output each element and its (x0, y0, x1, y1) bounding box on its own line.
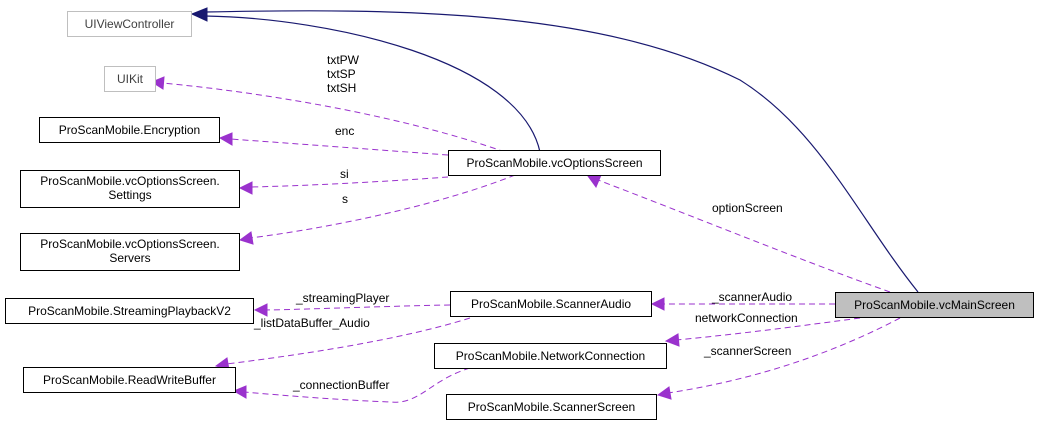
edge-vcmain-to-uiviewcontroller (204, 10, 919, 293)
edge-label-enc: enc (335, 124, 354, 138)
node-servers[interactable]: ProScanMobile.vcOptionsScreen. Servers (20, 233, 240, 271)
edge-vcoptions-to-encryption (229, 138, 449, 156)
node-label: UIKit (117, 72, 144, 86)
vcoptions-arrowhead (587, 174, 602, 189)
node-label: ProScanMobile.Encryption (59, 123, 200, 137)
node-read-write-buffer[interactable]: ProScanMobile.ReadWriteBuffer (23, 367, 236, 393)
buffer-arrowhead-network (232, 385, 247, 399)
node-label: UIViewController (85, 17, 175, 31)
edge-label-listdatabuffer: _listDataBuffer_Audio (253, 316, 370, 330)
audio-arrowhead (650, 297, 665, 311)
edge-label-networkconnection: networkConnection (695, 311, 798, 325)
scannerscreen-arrowhead (656, 386, 672, 400)
settings-arrowhead (238, 181, 253, 195)
edge-label-txtsp: txtSP (327, 67, 356, 81)
edge-vcmain-to-vcoptions (597, 179, 891, 293)
edge-audio-to-buffer (225, 317, 471, 365)
edge-vcoptions-to-uikit (161, 82, 506, 153)
node-label-line1: ProScanMobile.vcOptionsScreen. (40, 174, 219, 188)
inheritance-arrowhead (190, 7, 208, 22)
node-streaming-playback[interactable]: ProScanMobile.StreamingPlaybackV2 (5, 298, 254, 324)
node-label: ProScanMobile.NetworkConnection (456, 349, 645, 363)
node-label: ProScanMobile.ScannerAudio (471, 297, 631, 311)
edge-vcoptions-to-settings (249, 176, 449, 188)
edge-vcoptions-to-servers (249, 174, 516, 239)
edge-label-connectionbuffer: _connectionBuffer (292, 378, 390, 392)
edge-audio-to-streaming (264, 304, 451, 311)
node-label: ProScanMobile.vcMainScreen (854, 298, 1015, 312)
node-uikit[interactable]: UIKit (104, 66, 156, 92)
network-arrowhead (664, 333, 680, 347)
edge-label-streamingplayer: _streamingPlayer (295, 291, 389, 305)
edge-vcmain-to-scannerscreen (667, 317, 901, 394)
edge-label-scannerscreen: _scannerScreen (703, 344, 791, 358)
node-settings[interactable]: ProScanMobile.vcOptionsScreen. Settings (20, 170, 240, 208)
node-network-connection[interactable]: ProScanMobile.NetworkConnection (434, 343, 667, 369)
node-scanner-screen[interactable]: ProScanMobile.ScannerScreen (446, 394, 657, 420)
node-label-line1: ProScanMobile.vcOptionsScreen. (40, 237, 219, 251)
edge-label-txtsh: txtSH (327, 81, 356, 95)
edge-label-s: s (342, 192, 348, 206)
node-label: ProScanMobile.StreamingPlaybackV2 (28, 304, 231, 318)
node-encryption[interactable]: ProScanMobile.Encryption (39, 117, 220, 143)
streaming-arrowhead (253, 303, 268, 317)
node-label: ProScanMobile.ScannerScreen (468, 400, 635, 414)
uikit-arrowhead (150, 76, 165, 90)
edge-label-si: si (340, 167, 349, 181)
edge-label-optionscreen: optionScreen (712, 201, 783, 215)
encryption-arrowhead (218, 132, 233, 146)
node-vc-main-screen[interactable]: ProScanMobile.vcMainScreen (835, 292, 1034, 318)
node-uiviewcontroller[interactable]: UIViewController (67, 11, 192, 37)
node-label: ProScanMobile.vcOptionsScreen (466, 156, 642, 170)
node-scanner-audio[interactable]: ProScanMobile.ScannerAudio (450, 291, 652, 317)
node-label: ProScanMobile.ReadWriteBuffer (43, 373, 216, 387)
edge-vcoptions-to-uiviewcontroller (204, 15, 541, 153)
node-label-line2: Servers (109, 251, 150, 265)
edge-vcmain-to-network (675, 317, 861, 341)
edge-label-txtpw: txtPW (327, 53, 360, 67)
edge-network-to-buffer (243, 367, 471, 403)
node-vc-options-screen[interactable]: ProScanMobile.vcOptionsScreen (448, 150, 661, 176)
node-label-line2: Settings (108, 188, 151, 202)
edge-label-scanneraudio: _scannerAudio (711, 290, 792, 304)
servers-arrowhead (238, 231, 254, 245)
